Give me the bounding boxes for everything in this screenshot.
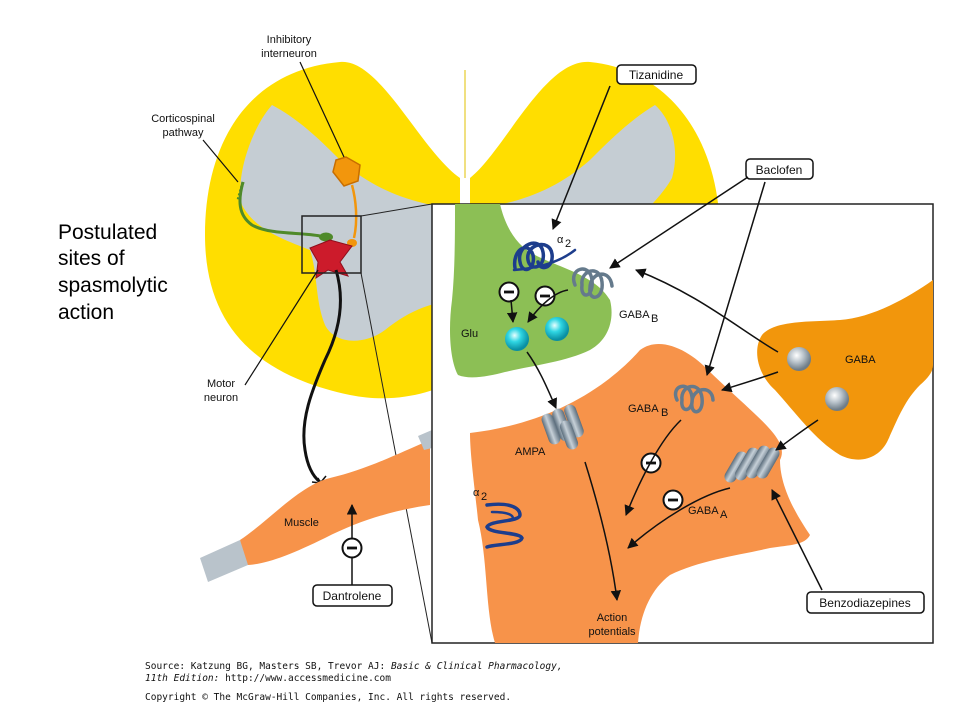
- inhibit-arrow: [506, 299, 518, 324]
- gaba-vesicle: [787, 347, 811, 371]
- benzodiazepines-box: [806, 591, 925, 614]
- svg-text:potentials: potentials: [588, 626, 636, 638]
- label-gabab-mid: GABA B: [628, 403, 668, 419]
- baclofen-box: [745, 158, 814, 180]
- svg-text:11th Edition: http://www.acces: 11th Edition: http://www.accessmedicine.…: [145, 673, 391, 684]
- label-gabaa: GABA A: [688, 505, 728, 521]
- glu-vesicle: [505, 327, 529, 351]
- gaba-release-arrow: [720, 371, 779, 393]
- action-potential-arrow: [584, 461, 622, 602]
- gaba-vesicle: [825, 387, 849, 411]
- inhibit-arrow: [627, 487, 731, 549]
- label-gabab-top: GABA B: [619, 309, 658, 325]
- focus-box: [301, 215, 362, 274]
- dantrolene-box: [312, 584, 393, 607]
- svg-text:Corticospinal: Corticospinal: [151, 113, 215, 125]
- motor-neuron: [302, 239, 353, 491]
- svg-text:GABA: GABA: [619, 309, 650, 321]
- presynaptic-glu-terminal: [450, 204, 612, 378]
- motor-axon: [302, 269, 342, 484]
- svg-text:neuron: neuron: [204, 392, 238, 404]
- gabab-receptor-postsynaptic: [673, 384, 715, 414]
- alpha2-receptor-presynaptic: [512, 241, 577, 272]
- svg-text:A: A: [720, 509, 728, 521]
- gabab-receptor-presynaptic: [571, 267, 614, 299]
- gabaa-receptor: [724, 445, 780, 483]
- ampa-receptor: [541, 404, 584, 450]
- label-ampa: AMPA: [515, 446, 546, 458]
- source-credit: Source: Katzung BG, Masters SB, Trevor A…: [145, 661, 563, 703]
- zoom-panel: α 2 GABA B Glu GABA AMPA: [431, 203, 934, 644]
- alpha2-receptor-postsynaptic: [485, 502, 524, 549]
- tizanidine-block: Tizanidine: [551, 64, 697, 230]
- svg-text:action: action: [58, 301, 114, 324]
- inhibit-icon: [498, 281, 520, 303]
- svg-text:2: 2: [565, 238, 571, 250]
- gaba-terminal: [757, 280, 933, 460]
- svg-text:Motor: Motor: [207, 378, 235, 390]
- svg-text:sites of: sites of: [58, 247, 125, 270]
- benzodiazepines-block: Benzodiazepines: [771, 489, 925, 614]
- svg-text:Action: Action: [597, 612, 628, 624]
- side-caption: Postulated sites of spasmolytic action: [58, 221, 168, 324]
- label-gaba: GABA: [845, 354, 876, 366]
- svg-text:α: α: [473, 487, 480, 499]
- inhibit-arrow: [624, 419, 682, 516]
- glu-vesicle: [545, 317, 569, 341]
- label-inhibitory-interneuron: Inhibitory interneuron: [261, 34, 345, 158]
- inhibit-icon: [341, 537, 363, 559]
- label-action-potentials: Action potentials: [588, 612, 636, 638]
- inhibit-icon: [640, 452, 662, 474]
- svg-text:GABA: GABA: [688, 505, 719, 517]
- tendon-left: [200, 540, 248, 582]
- label-alpha2-top: α 2: [557, 234, 571, 250]
- gaba-release-arrow: [635, 268, 779, 353]
- svg-text:spasmolytic: spasmolytic: [58, 274, 168, 297]
- dantrolene-label: Dantrolene: [323, 589, 382, 603]
- inhibit-icon: [662, 489, 684, 511]
- tendon-right: [418, 430, 432, 450]
- benzodiazepines-label: Benzodiazepines: [819, 596, 910, 610]
- svg-text:B: B: [661, 407, 668, 419]
- dantrolene-block: Dantrolene: [312, 503, 393, 607]
- svg-text:GABA: GABA: [628, 403, 659, 415]
- label-alpha2-bottom: α 2: [473, 487, 487, 503]
- baclofen-label: Baclofen: [756, 163, 803, 177]
- svg-text:Postulated: Postulated: [58, 221, 157, 244]
- tizanidine-label: Tizanidine: [629, 68, 684, 82]
- tizanidine-box: [616, 64, 697, 85]
- muscle: [200, 430, 432, 582]
- svg-text:Inhibitory: Inhibitory: [267, 34, 312, 46]
- svg-text:α: α: [557, 234, 564, 246]
- label-glu: Glu: [461, 328, 478, 340]
- label-motor-neuron: Motor neuron: [204, 269, 319, 404]
- svg-text:Source: Katzung BG, Masters SB: Source: Katzung BG, Masters SB, Trevor A…: [145, 661, 563, 672]
- gaba-release-arrow: [775, 419, 819, 451]
- svg-text:Copyright © The McGraw-Hill Co: Copyright © The McGraw-Hill Companies, I…: [145, 692, 511, 703]
- inhibit-arrow: [527, 289, 569, 323]
- zoom-line-top: [360, 203, 433, 217]
- svg-text:pathway: pathway: [163, 127, 204, 139]
- baclofen-block: Baclofen: [609, 158, 814, 377]
- svg-text:B: B: [651, 313, 658, 325]
- glu-release-arrow: [526, 351, 557, 409]
- svg-text:interneuron: interneuron: [261, 48, 317, 60]
- label-corticospinal: Corticospinal pathway: [151, 113, 239, 183]
- svg-text:2: 2: [481, 491, 487, 503]
- label-muscle: Muscle: [284, 517, 319, 529]
